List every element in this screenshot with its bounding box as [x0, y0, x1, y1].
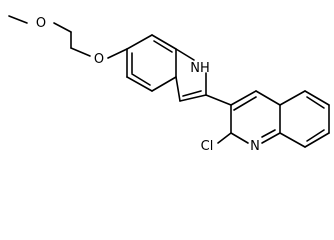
bond [304, 132, 330, 148]
bond-biaryl [205, 94, 232, 106]
bond [255, 90, 281, 106]
bond-c-cl [217, 132, 232, 144]
bond [279, 90, 306, 106]
bond [304, 90, 330, 106]
chemical-structure: O O NH N Cl [8, 15, 330, 154]
bond [230, 90, 257, 106]
bond [151, 34, 177, 50]
bond [151, 76, 177, 92]
quinoline-benzene-ring [279, 90, 330, 148]
bond [126, 76, 153, 92]
double-bond [261, 129, 276, 138]
atom-n-quinoline: N [250, 139, 260, 154]
bond-ch2-o [70, 47, 91, 57]
bond-o-aryl [107, 48, 128, 59]
bond [261, 132, 281, 144]
atom-o-aryl: O [94, 52, 104, 67]
double-bond [306, 96, 325, 109]
indole-pyrrole-ring [175, 48, 207, 102]
bond-methyl-o [8, 15, 28, 24]
methoxyethoxy-chain [8, 15, 128, 59]
bond [175, 76, 181, 102]
bond-o-ch2 [53, 22, 72, 33]
indole-benzene-ring [126, 34, 177, 92]
atom-nh: NH [190, 61, 210, 76]
double-bond [182, 90, 202, 97]
atom-labels: O O NH N Cl [36, 16, 260, 154]
bond [279, 132, 306, 148]
double-bond [153, 40, 173, 53]
atom-o-ether: O [36, 16, 46, 31]
bond [126, 34, 153, 50]
double-bond [131, 73, 151, 86]
bond [179, 94, 207, 102]
quinoline-pyridine-ring [230, 90, 281, 144]
bond [230, 132, 249, 144]
double-bond [306, 129, 325, 142]
bond [175, 48, 195, 61]
atom-chlorine: Cl [201, 139, 214, 154]
double-bond [233, 96, 257, 111]
